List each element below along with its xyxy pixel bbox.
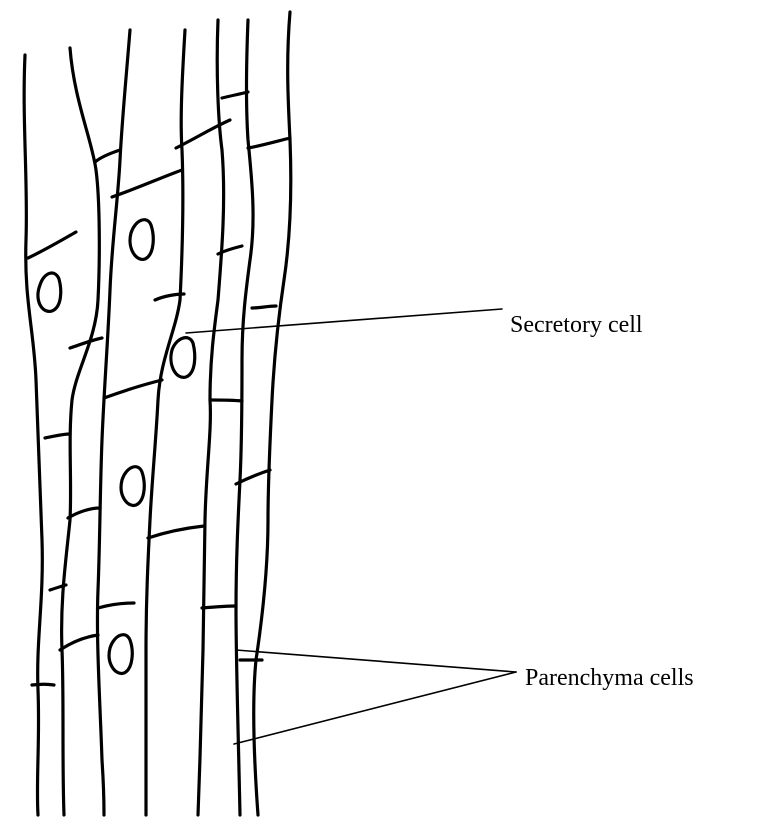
wall-h1 [28,232,76,258]
wall-v7 [254,12,291,815]
leader-parenchyma-upper [236,650,516,672]
wall-h9 [112,170,182,197]
leader-secretory-cell [186,309,502,333]
wall-h16 [248,138,290,148]
wall-v5 [198,20,224,815]
wall-h10 [104,380,162,398]
wall-v6 [236,20,253,815]
nucleus-1 [38,273,61,311]
wall-h14 [222,92,248,98]
wall-h21 [202,606,236,608]
label-secretory-cell: Secretory cell [510,313,643,337]
wall-v3 [97,30,130,815]
wall-h2 [70,338,102,348]
wall-v2 [62,48,100,815]
nucleus-2 [130,220,153,260]
nucleus-3 [171,338,195,378]
wall-h6 [60,635,98,650]
wall-h19 [212,400,242,401]
wall-h8 [95,150,120,162]
wall-h12 [148,526,204,538]
leader-parenchyma-lower [234,672,516,744]
wall-h18 [252,306,276,308]
wall-h4 [68,508,100,518]
cell-walls-vertical [24,12,291,815]
label-parenchyma-cells: Parenchyma cells [525,666,694,690]
nucleus-4 [121,467,144,506]
wall-h3 [45,434,70,438]
wall-h11 [98,603,134,608]
wall-v1 [24,55,42,815]
nucleus-5 [109,635,132,674]
wall-h7 [32,684,54,685]
